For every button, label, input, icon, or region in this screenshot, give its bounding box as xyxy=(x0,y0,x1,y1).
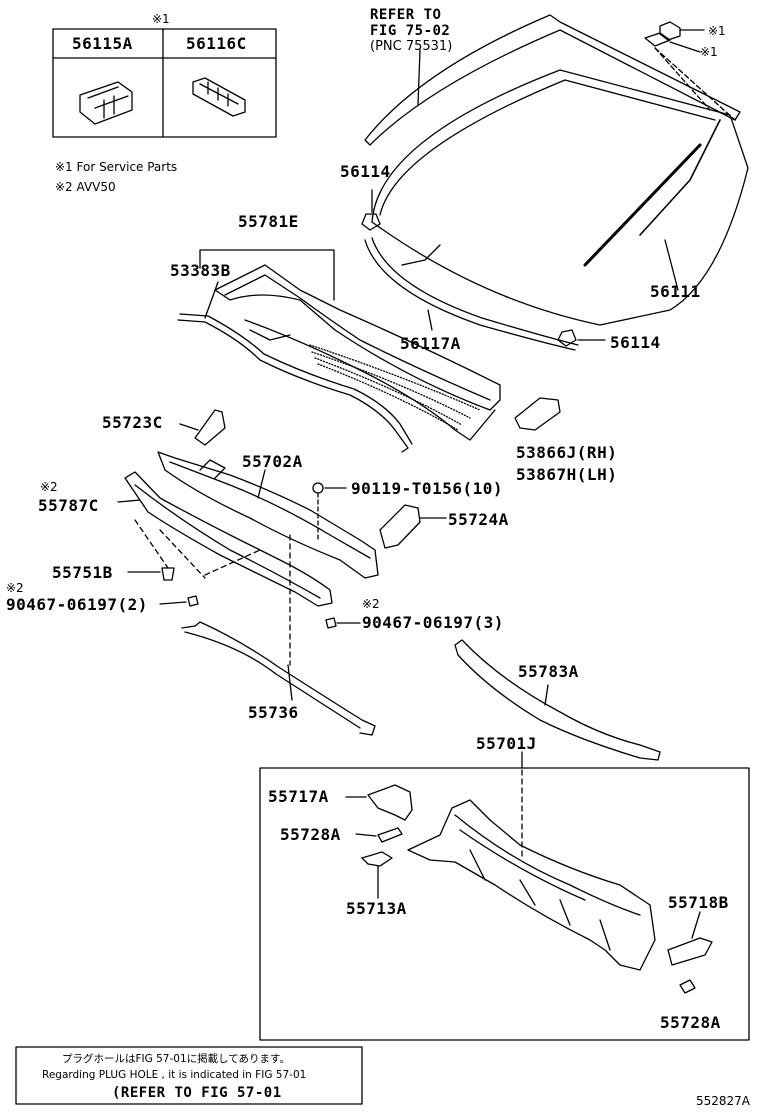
label-90119: 90119-T0156(10) xyxy=(351,479,503,498)
cowl-panel-55702a xyxy=(157,451,379,579)
bottom-note-en: Regarding PLUG HOLE , it is indicated in… xyxy=(42,1069,307,1081)
bracket-55717a xyxy=(345,784,413,821)
figure-id: 552827A xyxy=(696,1094,751,1108)
clip-90467-2 xyxy=(159,595,199,607)
label-55717a: 55717A xyxy=(268,787,329,806)
fastener-55751b xyxy=(127,567,175,581)
part-56115a: 56115A xyxy=(72,34,133,53)
refer-to-line1: REFER TO xyxy=(370,7,442,23)
label-55718b: 55718B xyxy=(668,893,729,912)
label-55724a: 55724A xyxy=(448,510,509,529)
clip-56116c-drawing xyxy=(192,77,246,117)
service-parts-box-lines xyxy=(52,28,277,138)
windshield-glass-56111 xyxy=(371,69,749,326)
note-avv50: ※2 AVV50 xyxy=(55,180,116,194)
label-56117a: 56117A xyxy=(400,334,461,353)
bracket-55781e xyxy=(199,249,335,301)
bracket-55724a xyxy=(379,504,447,549)
label-55781e: 55781E xyxy=(238,212,299,231)
mark-2-90467-2: ※2 xyxy=(6,581,24,595)
bottom-note-box xyxy=(15,1046,363,1105)
cowl-panel-55787c xyxy=(117,471,333,607)
bolt-90119 xyxy=(312,482,347,541)
service-mark-1: ※1 xyxy=(152,12,170,26)
assembly-dashed-lines xyxy=(134,519,291,666)
label-55713a: 55713A xyxy=(346,899,407,918)
note-service-parts: ※1 For Service Parts xyxy=(55,160,178,174)
label-55783a: 55783A xyxy=(518,662,579,681)
clip-56115a-drawing xyxy=(79,81,133,125)
label-53383b: 53383B xyxy=(170,261,231,280)
molding-56117a xyxy=(364,237,579,351)
windshield-molding-upper xyxy=(364,14,741,236)
label-55723c: 55723C xyxy=(102,413,163,432)
label-90467-3: 90467-06197(3) xyxy=(362,613,504,632)
clip-56114-top xyxy=(361,189,381,231)
label-55728a-1: 55728A xyxy=(280,825,341,844)
leader-56117a xyxy=(427,309,433,331)
label-53867h: 53867H(LH) xyxy=(516,465,618,484)
mark-1a: ※1 xyxy=(708,24,726,38)
clip-top-1 xyxy=(644,21,705,53)
part-56116c: 56116C xyxy=(186,34,247,53)
side-cover-53866j xyxy=(514,397,561,431)
dash-panel-55701j xyxy=(407,799,656,971)
clip-90467-3 xyxy=(325,617,361,629)
label-55701j: 55701J xyxy=(476,734,537,753)
seal-55783a xyxy=(454,639,661,761)
leader-56111 xyxy=(664,239,679,291)
bracket-55718b xyxy=(667,911,713,966)
refer-to-line2: FIG 75-02 xyxy=(370,23,451,39)
clip-56114-bottom xyxy=(557,329,606,347)
label-55702a: 55702A xyxy=(242,452,303,471)
label-56111: 56111 xyxy=(650,282,701,301)
label-55728a-2: 55728A xyxy=(660,1013,721,1032)
bracket-55713a xyxy=(361,851,393,899)
patch-55728a-2 xyxy=(679,979,696,994)
mark-2-90467-3: ※2 xyxy=(362,597,380,611)
label-56114-bottom: 56114 xyxy=(610,333,661,352)
hose-55736 xyxy=(181,621,376,736)
mark-1b: ※1 xyxy=(700,45,718,59)
label-55751b: 55751B xyxy=(52,563,113,582)
label-90467-2: 90467-06197(2) xyxy=(6,595,148,614)
mark-2-55787c: ※2 xyxy=(40,480,58,494)
patch-55728a-1 xyxy=(355,827,403,843)
refer-to-pnc: (PNC 75531) xyxy=(370,39,453,54)
bracket-55723c xyxy=(179,409,226,446)
weatherstrip-53383b xyxy=(177,281,413,453)
bottom-note-refer: (REFER TO FIG 57-01 xyxy=(112,1085,282,1101)
label-56114-top: 56114 xyxy=(340,162,391,181)
label-55787c: 55787C xyxy=(38,496,99,515)
label-53866j: 53866J(RH) xyxy=(516,443,618,462)
bottom-note-jp: プラグホールはFIG 57-01に掲載してあります。 xyxy=(62,1053,290,1065)
inset-box-55701j xyxy=(259,767,750,1041)
cowl-louver-55781e xyxy=(214,264,501,441)
label-55736: 55736 xyxy=(248,703,299,722)
